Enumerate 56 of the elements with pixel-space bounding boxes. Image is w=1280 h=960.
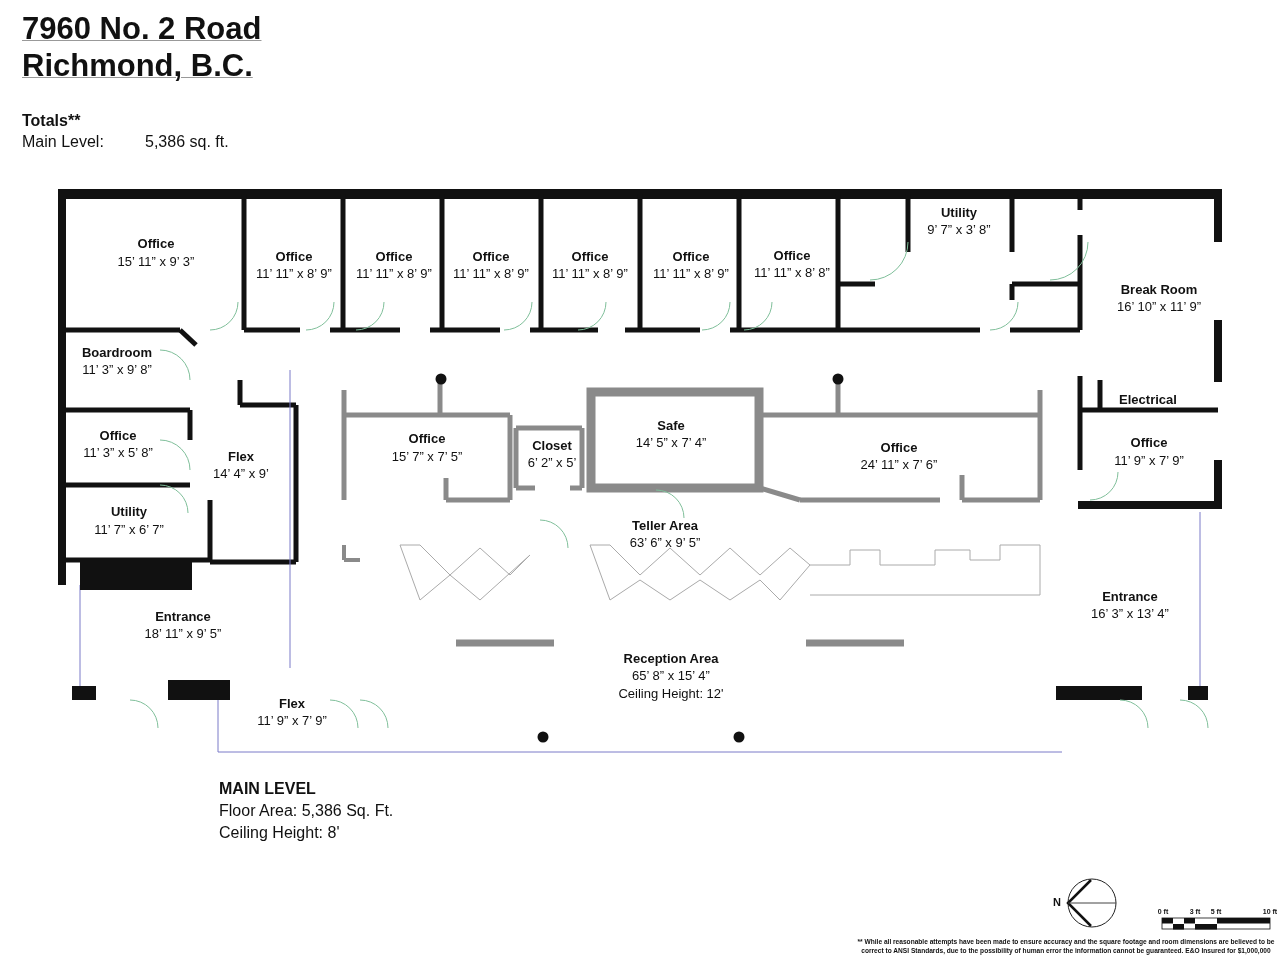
room-dimensions: 15’ 7” x 7’ 5” xyxy=(391,450,463,465)
room-dimensions: 11’ 3” x 5’ 8” xyxy=(83,446,153,461)
room-name: Office xyxy=(137,237,175,252)
room-dimensions: 14’ 4” x 9’ xyxy=(213,467,269,482)
room-dimensions: 65’ 8” x 15’ 4” xyxy=(632,669,710,684)
room-name: Office xyxy=(375,250,413,265)
room-dimensions: 16’ 10” x 11’ 9” xyxy=(1116,300,1202,315)
room-name: Flex xyxy=(228,450,254,465)
room-dimensions: 11’ 3” x 9’ 8” xyxy=(82,363,152,378)
compass-letter: N xyxy=(1053,896,1061,909)
level-heading: MAIN LEVEL xyxy=(219,780,316,799)
room-dimensions: 11’ 9” x 7’ 9” xyxy=(257,714,327,729)
room-name: Boardroom xyxy=(81,346,153,361)
room-dimensions: 6’ 2” x 5’ xyxy=(527,456,577,471)
room-name: Break Room xyxy=(1120,283,1198,298)
room-name: Office xyxy=(275,250,313,265)
room-dimensions: Ceiling Height: 12' xyxy=(618,687,724,702)
area-text: 5,386 sq. ft. xyxy=(145,133,229,152)
room-name: Entrance xyxy=(1102,590,1158,605)
room-name: Office xyxy=(1130,436,1168,451)
room-dimensions: 24’ 11” x 7’ 6” xyxy=(860,458,938,473)
room-name: Utility xyxy=(940,206,978,221)
room-dimensions: 9’ 7” x 3’ 8” xyxy=(927,223,991,238)
room-dimensions: 14’ 5” x 7’ 4” xyxy=(635,436,707,451)
room-name: Office xyxy=(571,250,609,265)
room-name: Entrance xyxy=(155,610,211,625)
room-name: Safe xyxy=(657,419,685,434)
room-name: Utility xyxy=(110,505,148,520)
level-info: Floor Area: 5,386 Sq. Ft. xyxy=(219,802,394,821)
room-name: Office xyxy=(880,441,918,456)
room-dimensions: 11’ 11” x 8’ 9” xyxy=(256,267,332,282)
room-name: Office xyxy=(472,250,510,265)
room-name: Office xyxy=(672,250,710,265)
title: 7960 No. 2 Road Richmond, B.C. xyxy=(22,10,263,85)
room-name: Closet xyxy=(532,439,572,454)
room-dimensions: 16’ 3” x 13’ 4” xyxy=(1091,607,1169,622)
room-dimensions: 11’ 7” x 6’ 7” xyxy=(94,523,164,538)
totals-heading: Totals** xyxy=(22,112,81,131)
room-dimensions: 18’ 11” x 9’ 5” xyxy=(144,627,222,642)
room-name: Office xyxy=(99,429,137,444)
room-name: Teller Area xyxy=(632,519,698,534)
room-name: Office xyxy=(773,249,811,264)
room-name: Flex xyxy=(279,697,305,712)
room-dimensions: 11’ 11” x 8’ 9” xyxy=(453,267,529,282)
room-name: Electrical xyxy=(1119,393,1177,408)
room-dimensions: 11’ 11” x 8’ 8” xyxy=(754,266,830,281)
room-dimensions: 15’ 11” x 9’ 3” xyxy=(117,255,195,270)
room-name: Reception Area xyxy=(623,652,719,667)
room-dimensions: 11’ 9” x 7’ 9” xyxy=(1114,454,1184,469)
room-dimensions: 11’ 11” x 8’ 9” xyxy=(356,267,432,282)
room-dimensions: 11’ 11” x 8’ 9” xyxy=(653,267,729,282)
area-text: Main Level: xyxy=(22,133,104,152)
level-info: Ceiling Height: 8' xyxy=(219,824,340,843)
room-dimensions: 63’ 6” x 9’ 5” xyxy=(629,536,701,551)
room-name: Office xyxy=(408,432,446,447)
room-dimensions: 11’ 11” x 8’ 9” xyxy=(552,267,628,282)
